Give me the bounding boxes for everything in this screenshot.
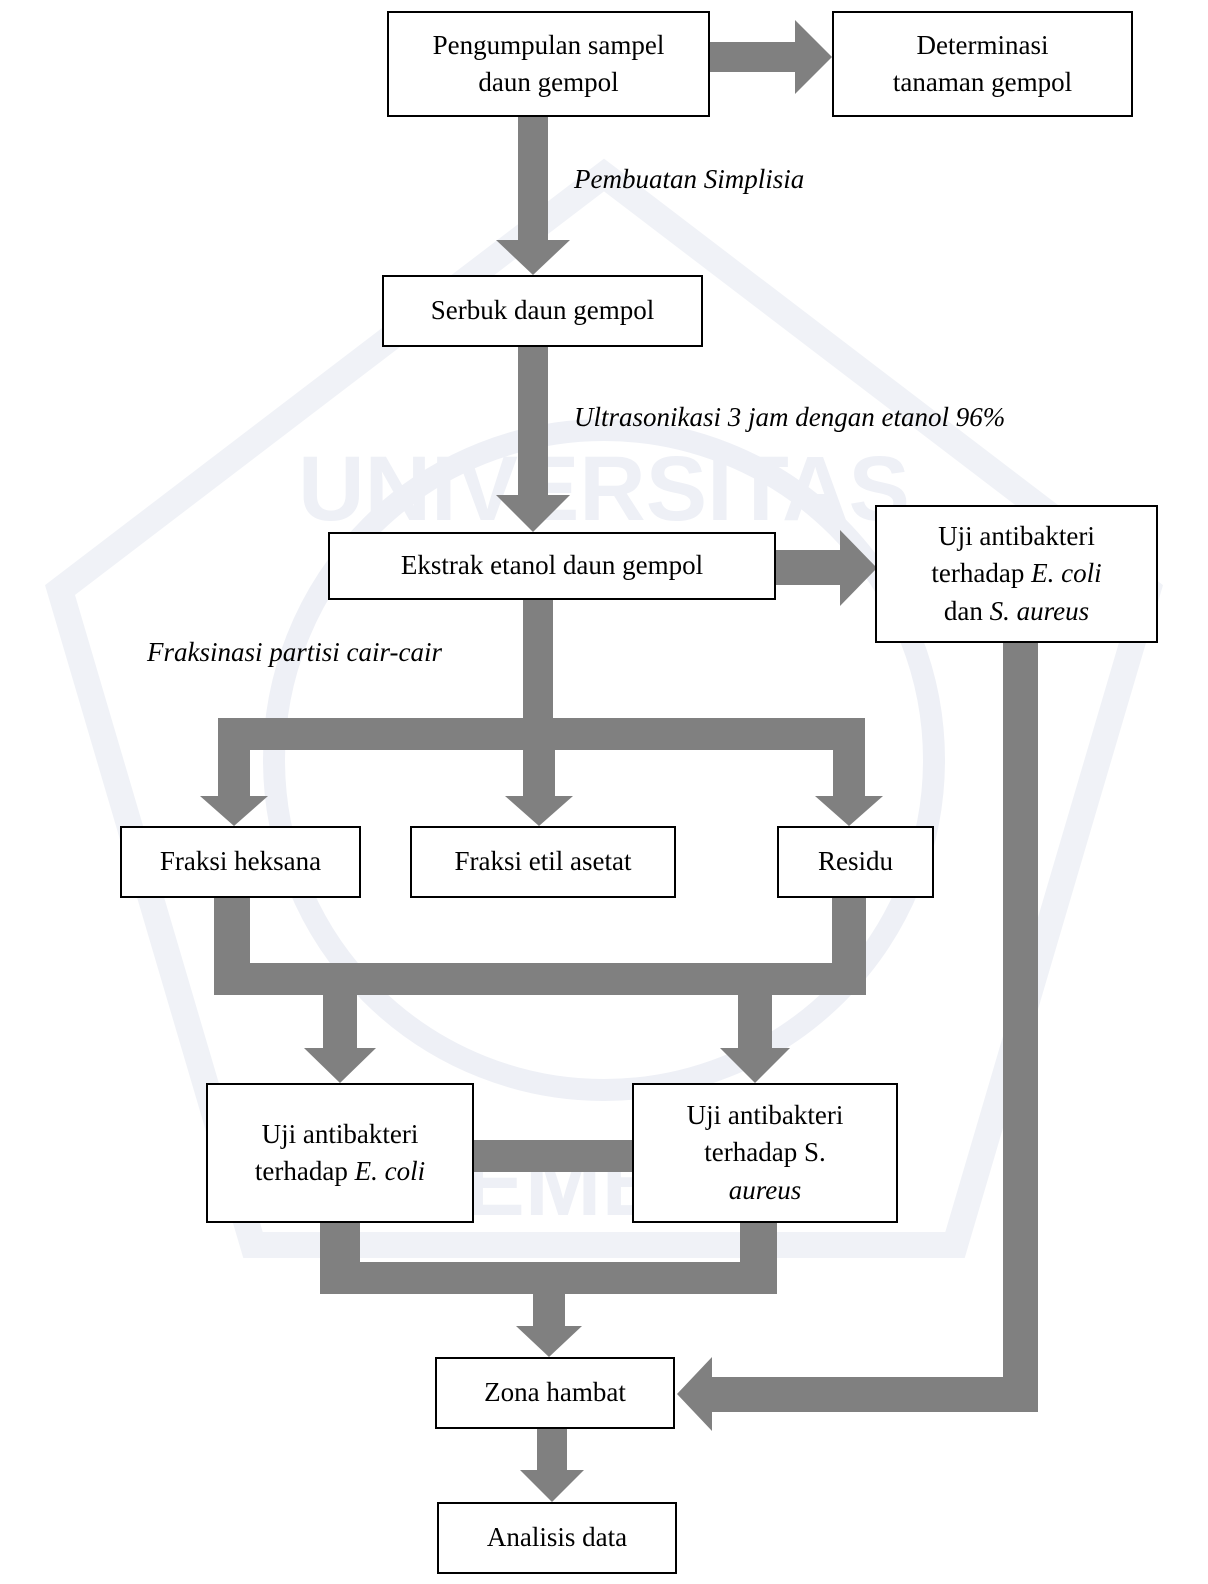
arrow-sample-to-determinasi [710,20,832,94]
box-pengumpulan-line1: Pengumpulan sampel [432,29,665,60]
box-determinasi-line2: tanaman gempol [892,67,1073,97]
arrow-merge-bar [214,963,866,995]
box-uji-saureus-italic: aureus [728,1174,802,1205]
box-uji-saureus-line2: terhadap S. [704,1137,826,1168]
arrow-to-residu [815,718,883,826]
arrow-to-uji-ecoli [304,995,376,1083]
box-uji-ecoli-italic: E. coli [354,1156,426,1186]
box-residu: Residu [777,826,934,898]
box-uji-ekstrak-line3: dan [943,595,990,626]
box-uji-ekstrak-ecoli: E. coli [1031,558,1102,589]
box-determinasi-line1: Determinasi [916,29,1049,60]
box-analisis-text: Analisis data [486,1522,628,1553]
arrow-ekstrak-to-uji [776,530,877,606]
box-ekstrak: Ekstrak etanol daun gempol [328,532,776,600]
box-pengumpulan-sampel: Pengumpulan sampel daun gempol [387,11,710,117]
box-zona-hambat: Zona hambat [435,1357,675,1429]
arrow-to-etil [505,718,573,826]
box-uji-ecoli: Uji antibakteri terhadap E. coli [206,1083,474,1223]
label-ultrasonikasi: Ultrasonikasi 3 jam dengan etanol 96% [574,402,1006,432]
box-uji-ekstrak: Uji antibakteri terhadap E. coli dan S. … [875,505,1158,643]
arrow-serbuk-to-ekstrak [496,347,570,532]
box-fraksi-etil-text: Fraksi etil asetat [454,846,632,877]
box-fraksi-etil: Fraksi etil asetat [410,826,676,898]
label-fraksinasi: Fraksinasi partisi cair-cair [147,637,442,667]
arrow-uji-connector [474,1140,632,1172]
flow-arrows [200,20,1038,1502]
box-uji-ecoli-line2: terhadap [254,1156,355,1186]
box-residu-text: Residu [817,846,893,877]
box-fraksi-heksana: Fraksi heksana [120,826,361,898]
arrow-to-uji-saureus [720,995,790,1083]
box-uji-saureus-line1: Uji antibakteri [686,1100,844,1131]
arrow-ekstrak-trunk [523,600,553,720]
arrow-zona-to-analisis [520,1429,584,1502]
box-uji-ecoli-line1: Uji antibakteri [261,1118,419,1149]
label-pembuatan-simplisia: Pembuatan Simplisia [574,164,805,194]
arrow-sample-to-serbuk [496,117,570,275]
box-serbuk-text: Serbuk daun gempol [430,295,655,326]
box-uji-ekstrak-saureus: S. aureus [989,595,1090,626]
box-pengumpulan-line2: daun gempol [478,67,619,97]
arrow-to-zona [516,1294,582,1357]
box-uji-ekstrak-line2: terhadap [931,558,1032,589]
arrow-uji-merge-bar [320,1262,777,1294]
arrow-to-heksana [200,718,268,826]
watermark-top-text: UNIVERSITAS [298,438,910,540]
watermark-ring [263,419,945,1101]
box-fraksi-heksana-text: Fraksi heksana [159,846,322,877]
box-zona-text: Zona hambat [484,1377,626,1408]
arrow-uji-ext-to-zona [677,1357,1038,1431]
arrow-uji-ext-down [1003,643,1038,1412]
box-uji-saureus: Uji antibakteri terhadap S. aureus [632,1083,898,1223]
box-ekstrak-text: Ekstrak etanol daun gempol [400,550,704,581]
box-uji-ekstrak-line1: Uji antibakteri [938,521,1095,552]
box-serbuk: Serbuk daun gempol [382,275,703,347]
box-analisis-data: Analisis data [437,1502,677,1574]
box-determinasi: Determinasi tanaman gempol [832,11,1133,117]
